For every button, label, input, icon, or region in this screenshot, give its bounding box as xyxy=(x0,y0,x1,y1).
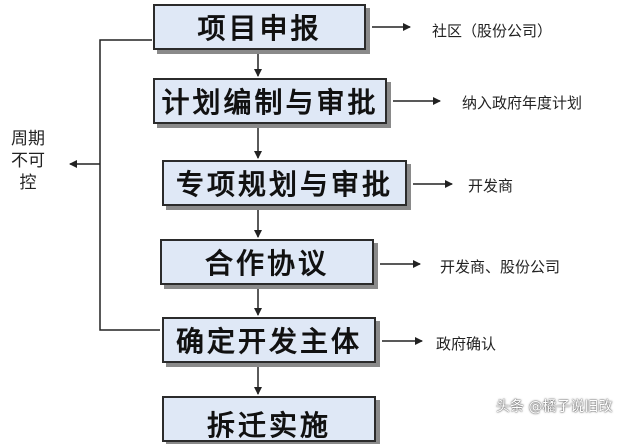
connector-lines xyxy=(69,23,453,395)
note-developer: 开发商 xyxy=(468,177,514,195)
flow-diagram: 项目申报 计划编制与审批 专项规划与审批 合作协议 确定开发主体 拆迁实施 社区… xyxy=(11,4,613,442)
note-community-company: 社区（股份公司） xyxy=(432,22,553,40)
step-demolition: 拆迁实施 xyxy=(162,396,376,442)
note-developer-company: 开发商、股份公司 xyxy=(440,258,561,276)
note-government-confirm: 政府确认 xyxy=(436,335,497,353)
step-cooperation-agreement: 合作协议 xyxy=(160,239,374,285)
watermark: 头条 @橘子说旧改 xyxy=(496,399,613,415)
step-project-application: 项目申报 xyxy=(153,4,366,50)
step-determine-developer: 确定开发主体 xyxy=(162,317,376,363)
cycle-uncontrollable-label: 周期不可控 xyxy=(11,129,45,193)
step-plan-approval: 计划编制与审批 xyxy=(153,78,387,124)
note-government-plan: 纳入政府年度计划 xyxy=(462,94,583,112)
cycle-bracket xyxy=(99,39,160,331)
step-special-planning-approval: 专项规划与审批 xyxy=(162,160,407,206)
